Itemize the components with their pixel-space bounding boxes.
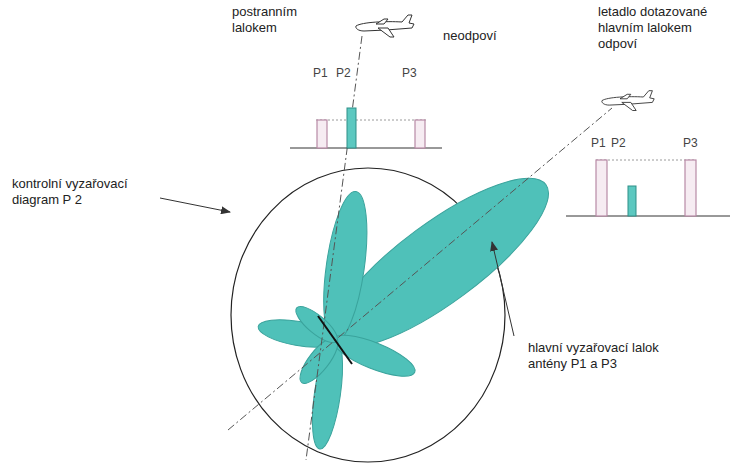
aircraft-icon xyxy=(356,15,414,37)
antenna xyxy=(318,316,352,364)
side-lobe-note: postranním lalokem xyxy=(232,4,322,36)
pulse-p3 xyxy=(415,120,425,148)
leader-arrow xyxy=(160,198,230,212)
direction-axes xyxy=(228,36,612,460)
pulse-label: P1 xyxy=(591,136,606,150)
aircraft-icon xyxy=(602,91,654,111)
control-pattern-label: kontrolní vyzařovací diagram P 2 xyxy=(12,176,130,208)
pulse-p1 xyxy=(317,120,327,148)
pulse-label: P3 xyxy=(683,136,698,150)
leader-arrow xyxy=(492,242,514,336)
pulse-p2 xyxy=(347,108,356,148)
radiation-lobes xyxy=(256,152,570,450)
pulse-label: P2 xyxy=(611,136,626,150)
pulse-diagram xyxy=(566,160,730,216)
no-reply-note: neodpoví xyxy=(443,28,533,44)
pulse-p3 xyxy=(685,160,696,216)
pulse-p1 xyxy=(596,160,607,216)
pulse-label: P1 xyxy=(313,66,328,80)
pulse-diagram xyxy=(290,108,442,148)
pulse-label: P2 xyxy=(336,66,351,80)
side-lobe xyxy=(328,327,419,384)
pulse-label: P3 xyxy=(402,66,417,80)
main-lobe-label: hlavní vyzařovací lalok antény P1 a P3 xyxy=(528,340,698,372)
pulse-p2 xyxy=(628,186,636,216)
main-lobe-note: letadlo dotazované hlavním lalokem odpov… xyxy=(598,4,732,52)
